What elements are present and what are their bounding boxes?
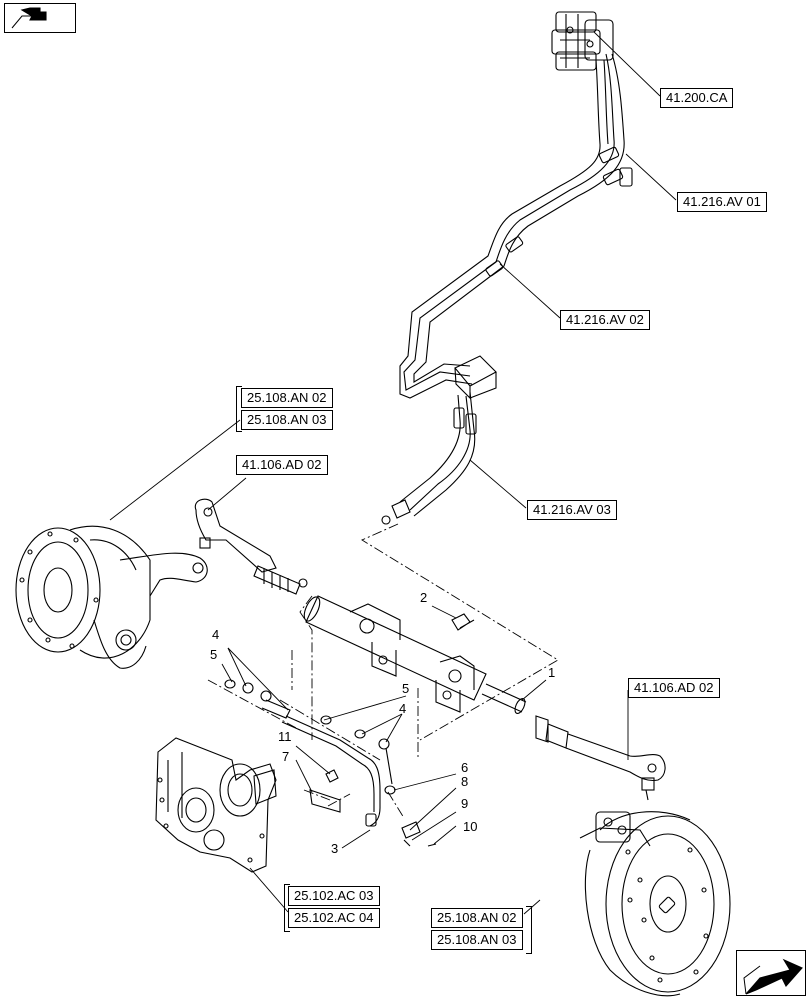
- callout-9: 9: [461, 796, 469, 811]
- callout-4-right: 4: [399, 701, 407, 716]
- ref-41-216-av-01[interactable]: 41.216.AV 01: [677, 192, 767, 212]
- hydraulic-hoses: [381, 11, 633, 525]
- previous-page-button[interactable]: [4, 3, 76, 33]
- ref-25-108-an-02-right[interactable]: 25.108.AN 02: [431, 908, 523, 928]
- next-page-icon-shape: [743, 958, 803, 995]
- axle-housing: [155, 737, 277, 873]
- bracket-left-upper: [236, 386, 242, 432]
- callout-11: 11: [278, 729, 292, 744]
- ref-41-106-ad-02-left[interactable]: 41.106.AD 02: [236, 455, 328, 475]
- tie-rod-right: [535, 715, 666, 801]
- callout-7: 7: [282, 749, 290, 764]
- callout-2: 2: [420, 590, 428, 605]
- ref-25-102-ac-04[interactable]: 25.102.AC 04: [288, 908, 380, 928]
- callout-10: 10: [463, 819, 478, 834]
- small-parts: [224, 613, 475, 847]
- bracket-bottom-right: [526, 906, 532, 954]
- callout-3: 3: [331, 841, 339, 856]
- ref-25-108-an-03-left[interactable]: 25.108.AN 03: [241, 410, 333, 430]
- left-wheel-hub: [15, 525, 208, 669]
- callout-6: 6: [461, 760, 469, 775]
- assembly-lines: [207, 523, 559, 819]
- bracket-bottom-left: [284, 884, 290, 932]
- ref-25-108-an-03-right[interactable]: 25.108.AN 03: [431, 930, 523, 950]
- callout-5-left: 5: [210, 647, 218, 662]
- callout-8: 8: [461, 774, 469, 789]
- leader-lines: [109, 31, 677, 915]
- ref-41-216-av-03[interactable]: 41.216.AV 03: [527, 500, 617, 520]
- ref-25-108-an-02-left[interactable]: 25.108.AN 02: [241, 388, 333, 408]
- steering-cylinder: [303, 595, 527, 714]
- ref-25-102-ac-03[interactable]: 25.102.AC 03: [288, 886, 380, 906]
- next-page-button[interactable]: [736, 950, 806, 996]
- ref-41-106-ad-02-right[interactable]: 41.106.AD 02: [628, 678, 720, 698]
- previous-page-icon-shape: [11, 7, 47, 29]
- callout-1: 1: [548, 665, 556, 680]
- right-wheel-hub: [579, 811, 731, 997]
- callout-5-right: 5: [402, 681, 410, 696]
- callout-4-left: 4: [212, 627, 220, 642]
- tie-rod-left: [194, 498, 308, 595]
- ref-41-216-av-02[interactable]: 41.216.AV 02: [560, 310, 650, 330]
- ref-41-200-ca[interactable]: 41.200.CA: [660, 88, 734, 108]
